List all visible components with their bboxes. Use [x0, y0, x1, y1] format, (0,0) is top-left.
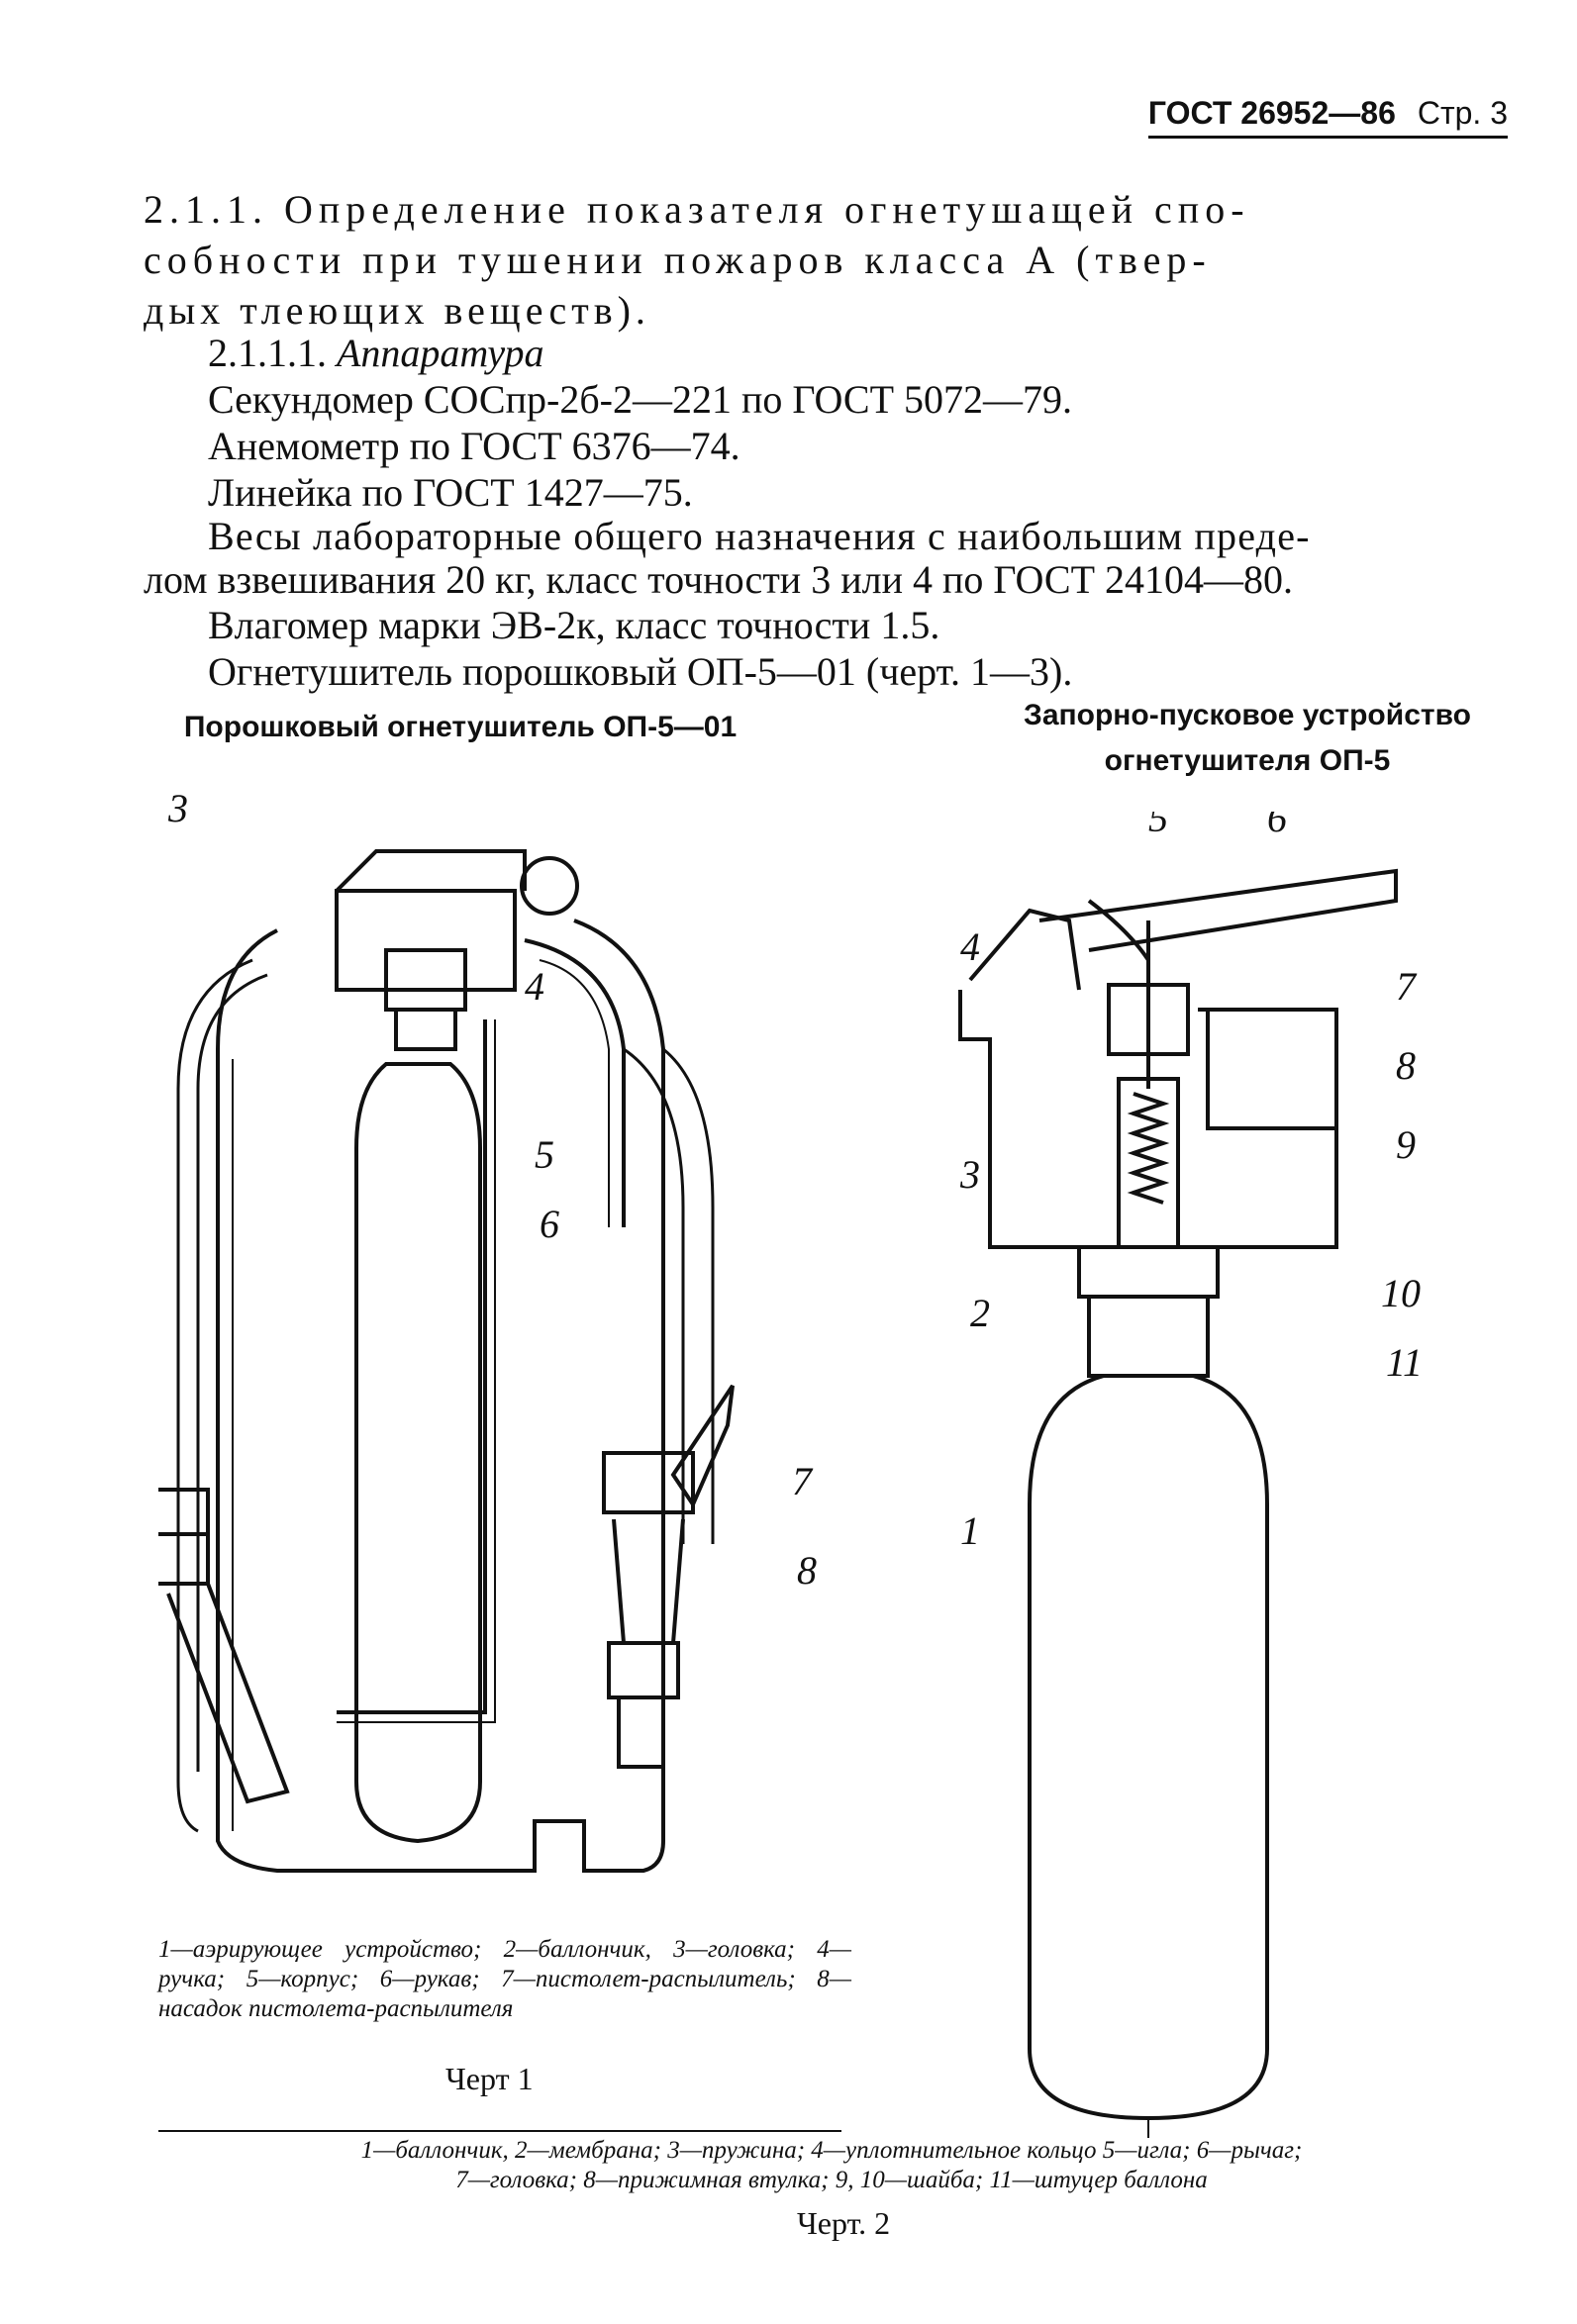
figure2-caption: Запорно-пусковое устройство огнетушителя… [970, 693, 1525, 784]
figure2-caption-line-1: Запорно-пусковое устройство [1024, 699, 1471, 731]
fig2-label-6: 6 [1267, 812, 1287, 840]
fig1-label-4: 4 [525, 964, 544, 1009]
fig1-label-3: 3 [167, 792, 188, 830]
page-header: ГОСТ 26952—86 Стр. 3 [1147, 95, 1508, 139]
figure1-extinguisher-drawing: 3 4 5 6 2 1 7 8 [158, 792, 817, 1873]
item-1: Секундомер СОСпр-2б-2—221 по ГОСТ 5072—7… [208, 377, 1073, 422]
fig2-label-5: 5 [1148, 812, 1168, 840]
fig2-label-4: 4 [960, 924, 980, 969]
section-heading: 2.1.1. Определение показателя огнетушаще… [144, 184, 1508, 336]
heading-line-1: 2.1.1. Определение показателя огнетушаще… [144, 187, 1250, 232]
fig1-label-5: 5 [535, 1132, 554, 1177]
fig2-label-10: 10 [1381, 1271, 1421, 1315]
doc-number: ГОСТ 26952—86 [1147, 95, 1396, 131]
fig2-label-3: 3 [959, 1152, 980, 1197]
fig2-label-2: 2 [970, 1291, 990, 1335]
figure2-caption-line-2: огнетушителя ОП-5 [1104, 744, 1391, 777]
fig1-label-6: 6 [540, 1202, 559, 1246]
page-number: Стр. 3 [1417, 95, 1508, 131]
item-6: Огнетушитель порошковый ОП-5—01 (черт. 1… [208, 649, 1073, 694]
fig1-label-7: 7 [792, 1459, 814, 1503]
heading-line-2: собности при тушении пожаров класса А (т… [144, 238, 1212, 282]
fig1-label-8: 8 [797, 1548, 817, 1593]
figure1-caption: Порошковый огнетушитель ОП-5—01 [183, 711, 738, 743]
figure1-legend: 1—аэрирующее устройство; 2—баллончик, 3—… [158, 1936, 851, 2022]
figure2-legend: 1—баллончик, 2—мембрана; 3—пружина; 4—уп… [153, 2136, 1510, 2195]
subsection-name: Аппаратура [337, 331, 544, 375]
figure2-title: Черт. 2 [797, 2205, 891, 2241]
item-4a: Весы лабораторные общего назначения с на… [208, 514, 1311, 558]
figure2-legend-line-2: 7—головка; 8—прижимная втулка; 9, 10—шай… [455, 2167, 1208, 2193]
fig2-label-8: 8 [1396, 1043, 1416, 1088]
item-3: Линейка по ГОСТ 1427—75. [208, 470, 693, 515]
figure1-title: Черт 1 [445, 2061, 534, 2096]
fig2-label-11: 11 [1386, 1340, 1423, 1385]
heading-line-3: дых тлеющих веществ). [144, 288, 650, 333]
item-2: Анемометр по ГОСТ 6376—74. [208, 424, 740, 468]
figure2-legend-line-1: 1—баллончик, 2—мембрана; 3—пружина; 4—уп… [360, 2137, 1303, 2164]
fig2-label-9: 9 [1396, 1122, 1416, 1167]
subsection-number: 2.1.1.1. [208, 331, 327, 375]
figure2-valve-drawing: 5 6 4 7 8 9 3 2 10 11 1 [958, 812, 1423, 2138]
legend-divider [158, 2130, 841, 2132]
fig2-label-1: 1 [960, 1508, 980, 1553]
subsection-title: 2.1.1.1. Аппаратура [208, 330, 544, 376]
item-4b: лом взвешивания 20 кг, класс точности 3 … [144, 557, 1293, 602]
item-5: Влагомер марки ЭВ-2к, класс точности 1.5… [208, 603, 940, 647]
fig2-label-7: 7 [1396, 964, 1418, 1009]
